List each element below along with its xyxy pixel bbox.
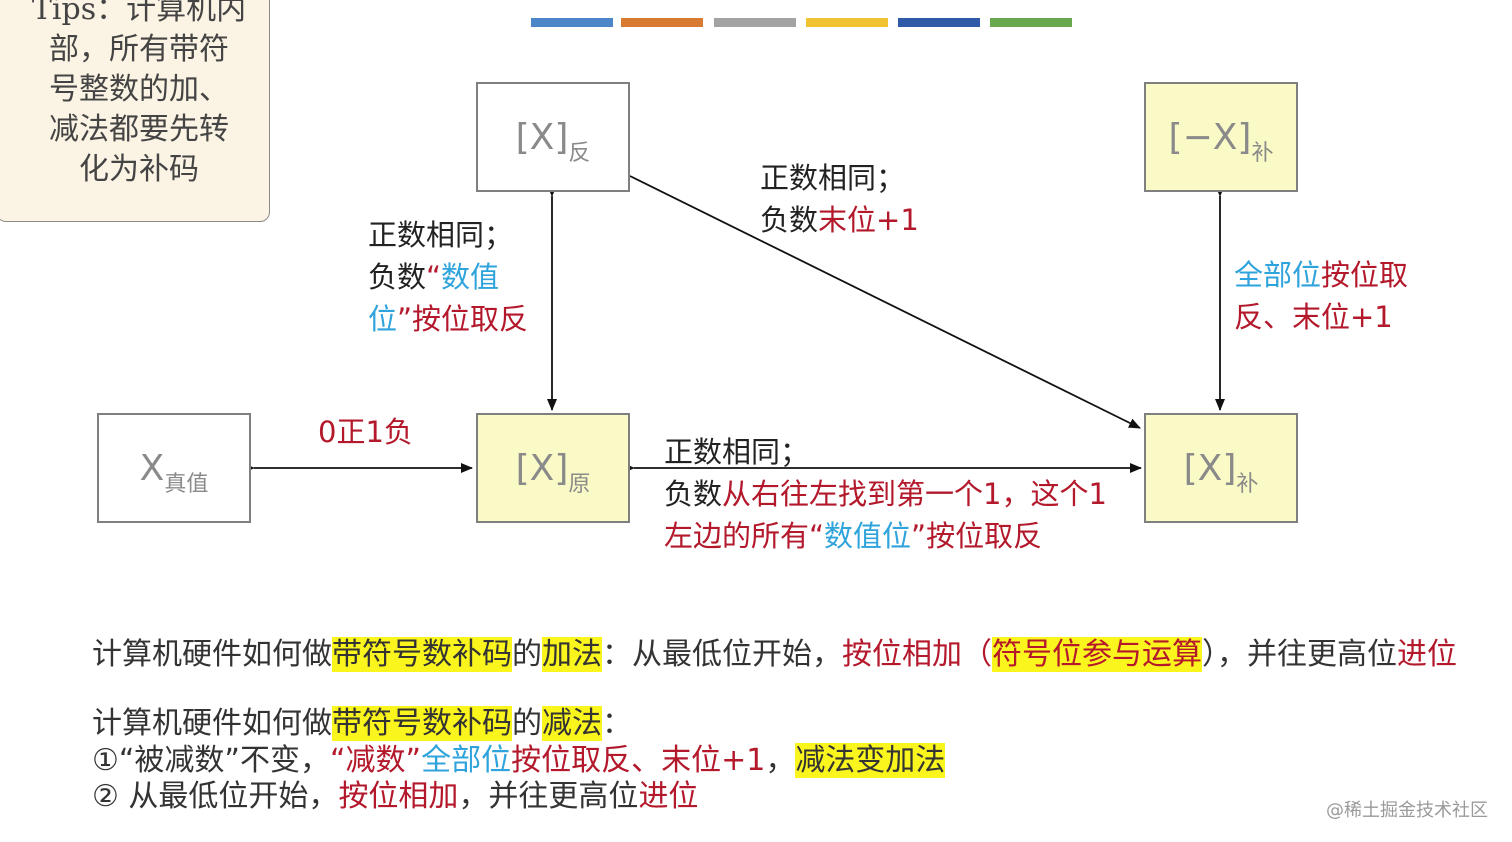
label-yuan-bu: 正数相同； 负数从右往左找到第一个1，这个1 左边的所有“数值位”按位取反 (664, 435, 1107, 553)
box-twos-complement: [X]补 (1144, 413, 1298, 523)
tips-note (0, 0, 270, 222)
subtraction-title: 计算机硬件如何做带符号数补码的减法： (92, 706, 632, 741)
box-sign-magnitude: [X]原 (476, 413, 630, 523)
progress-bar-4 (806, 18, 888, 27)
subtraction-step-2: ② 从最低位开始，按位相加，并往更高位进位 (92, 779, 699, 814)
addition-line: 计算机硬件如何做带符号数补码的加法：从最低位开始，按位相加（符号位参与运算），并… (92, 637, 1457, 672)
tips-text: Tips：计算机内 部，所有带符 号整数的加、 减法都要先转 化为补码 (31, 0, 247, 187)
progress-bar-1 (531, 18, 613, 27)
box-neg-twos-complement: [−X]补 (1144, 82, 1298, 192)
label-negbu-bu: 全部位按位取 反、末位+1 (1234, 258, 1409, 334)
label-fan-bu: 正数相同； 负数末位+1 (760, 161, 919, 237)
box-ones-complement: [X]反 (476, 82, 630, 192)
progress-bar-6 (990, 18, 1072, 27)
label-zhen-yuan: 0正1负 (318, 415, 413, 449)
watermark: @稀土掘金技术社区 (1326, 800, 1488, 821)
progress-bar-3 (714, 18, 796, 27)
progress-bar-2 (621, 18, 703, 27)
progress-bar-5 (898, 18, 980, 27)
label-fan-yuan: 正数相同； 负数“数值 位”按位取反 (368, 218, 529, 336)
arrow-fan-bu (629, 175, 1141, 429)
subtraction-step-1: ①“被减数”不变，“减数”全部位按位取反、末位+1，减法变加法 (92, 743, 946, 778)
